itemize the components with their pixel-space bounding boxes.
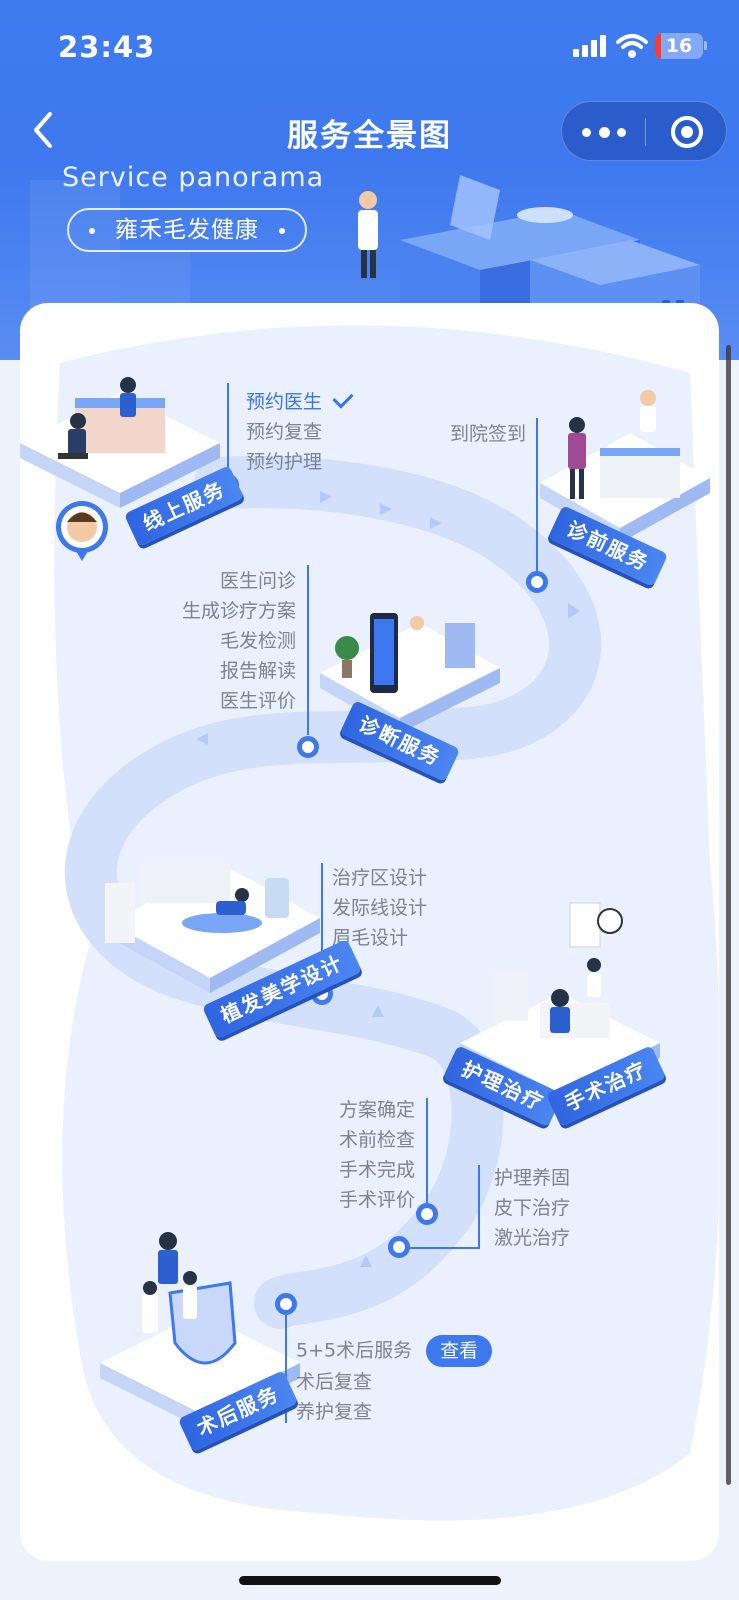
battery-icon: 16 — [655, 33, 703, 59]
stage-node-post[interactable] — [275, 1293, 297, 1315]
design-items: 治疗区设计 发际线设计 眉毛设计 — [332, 863, 427, 953]
post-service-items: 5+5术后服务查看 术后复查 养护复查 — [296, 1335, 493, 1427]
connector-line — [227, 383, 229, 483]
battery-level: 16 — [665, 35, 693, 57]
design-item[interactable]: 治疗区设计 — [332, 867, 428, 889]
care-item[interactable]: 皮下治疗 — [494, 1197, 571, 1219]
surgery-item[interactable]: 手术评价 — [338, 1189, 415, 1211]
home-indicator[interactable] — [239, 1576, 501, 1585]
close-target-icon[interactable] — [646, 102, 728, 162]
signal-icon — [573, 35, 607, 57]
more-dots-icon[interactable] — [562, 102, 645, 162]
diagnosis-item[interactable]: 报告解读 — [219, 660, 296, 682]
online-service-items: 预约医生 预约复查 预约护理 — [246, 387, 354, 477]
diagnosis-item[interactable]: 医生问诊 — [219, 570, 296, 592]
surgery-item[interactable]: 方案确定 — [338, 1099, 415, 1121]
care-items: 护理养固 皮下治疗 激光治疗 — [494, 1163, 570, 1253]
status-time: 23:43 — [58, 30, 156, 64]
post-item[interactable]: 术后复查 — [296, 1371, 373, 1393]
online-item-active[interactable]: 预约医生 — [246, 387, 354, 417]
design-item[interactable]: 眉毛设计 — [332, 927, 409, 949]
diagnosis-items: 医生问诊 生成诊疗方案 毛发检测 报告解读 医生评价 — [120, 566, 296, 716]
page-title: 服务全景图 — [287, 118, 452, 154]
scrollbar[interactable] — [726, 345, 731, 1485]
connector-line — [536, 418, 538, 578]
connector-line — [408, 1247, 480, 1249]
surgery-items: 方案确定 术前检查 手术完成 手术评价 — [270, 1095, 415, 1215]
status-bar: 23:43 16 — [0, 0, 739, 90]
stage-node-pre-diagnosis[interactable] — [526, 571, 548, 593]
surgery-item[interactable]: 手术完成 — [338, 1159, 415, 1181]
post-item[interactable]: 养护复查 — [296, 1401, 373, 1423]
surgery-item[interactable]: 术前检查 — [338, 1129, 415, 1151]
wifi-icon — [616, 34, 648, 58]
stage-node-surgery[interactable] — [416, 1203, 438, 1225]
brand-pill: 雍禾毛发健康 — [67, 208, 307, 252]
checkmark-icon — [332, 387, 354, 409]
connector-line — [478, 1165, 480, 1249]
connector-line — [426, 1098, 428, 1203]
online-item[interactable]: 预约护理 — [246, 451, 323, 473]
care-item[interactable]: 激光治疗 — [494, 1227, 571, 1249]
menu-capsule — [561, 101, 727, 161]
service-panorama-card: 预约医生 预约复查 预约护理 线上服务 到院签到 诊前服务 医生问诊 生成诊疗方… — [20, 303, 719, 1561]
post-item[interactable]: 5+5术后服务 — [296, 1339, 413, 1362]
stage-node-care[interactable] — [388, 1236, 410, 1258]
diagnosis-item[interactable]: 生成诊疗方案 — [181, 600, 296, 622]
stage-node-diagnosis[interactable] — [297, 736, 319, 758]
pre-diagnosis-items: 到院签到 — [406, 419, 526, 449]
online-item[interactable]: 预约复查 — [246, 421, 323, 443]
design-item[interactable]: 发际线设计 — [332, 897, 428, 919]
care-item[interactable]: 护理养固 — [494, 1167, 571, 1189]
pre-diagnosis-item[interactable]: 到院签到 — [449, 423, 526, 445]
back-arrow-icon[interactable] — [26, 108, 62, 152]
connector-line — [307, 565, 309, 735]
diagnosis-item[interactable]: 医生评价 — [219, 690, 296, 712]
hero-subtitle: Service panorama — [62, 162, 325, 193]
connector-line — [321, 863, 323, 988]
diagnosis-item[interactable]: 毛发检测 — [219, 630, 296, 652]
connector-line — [285, 1303, 287, 1423]
view-button[interactable]: 查看 — [426, 1335, 493, 1367]
